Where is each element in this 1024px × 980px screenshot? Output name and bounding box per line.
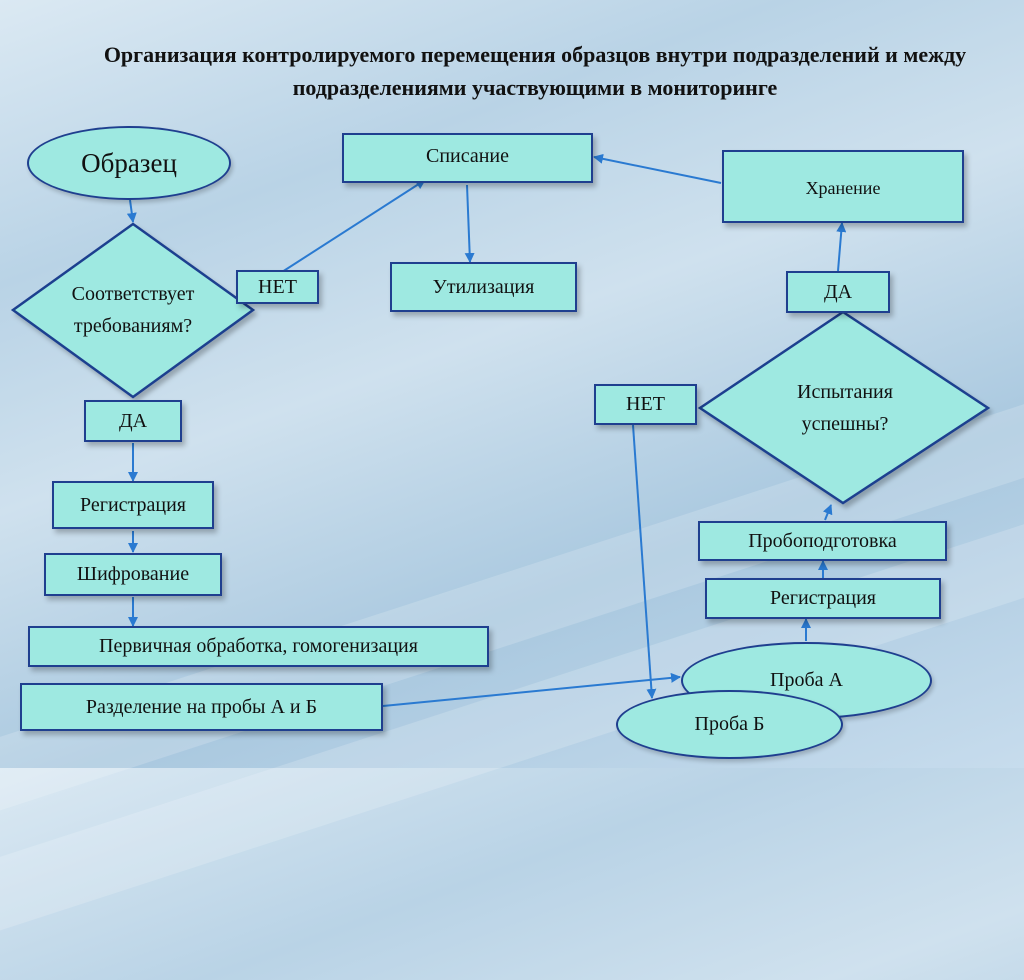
decision-conforms-label: Соответствует требованиям? bbox=[71, 283, 195, 337]
sample-prep-box: Пробоподготовка bbox=[698, 521, 947, 561]
arrow-split-to-probe-a bbox=[382, 672, 681, 707]
probe-b-ellipse: Проба Б bbox=[616, 690, 843, 759]
storage-box: Хранение bbox=[722, 150, 964, 223]
da-left-box: ДА bbox=[84, 400, 182, 442]
arrow-sample-to-decision bbox=[126, 199, 137, 223]
net-left-box: НЕТ bbox=[236, 270, 319, 304]
writeoff-box: Списание bbox=[342, 133, 593, 183]
decision-conforms-diamond bbox=[10, 222, 256, 399]
arrow-net-to-writeoff bbox=[281, 179, 426, 273]
page-title: Организация контролируемого перемещения … bbox=[103, 42, 967, 100]
registration-right-box: Регистрация bbox=[705, 578, 941, 619]
da-right-box: ДА bbox=[786, 271, 890, 313]
flowchart-canvas bbox=[10, 153, 991, 707]
decision-tests-label: Испытания успешны? bbox=[797, 381, 893, 435]
decision-tests-diamond bbox=[697, 310, 991, 505]
encryption-box: Шифрование bbox=[44, 553, 222, 596]
arrow-net-to-probe-b bbox=[632, 424, 657, 699]
split-box: Разделение на пробы А и Б bbox=[20, 683, 383, 731]
arrow-writeoff-to-utilization bbox=[464, 184, 475, 263]
net-right-box: НЕТ bbox=[594, 384, 697, 425]
arrow-prep-to-decision bbox=[823, 504, 833, 521]
registration-left-box: Регистрация bbox=[52, 481, 214, 529]
utilization-box: Утилизация bbox=[390, 262, 577, 312]
start-sample-ellipse: Образец bbox=[27, 126, 231, 200]
arrow-storage-to-writeoff bbox=[593, 153, 722, 184]
primary-processing-box: Первичная обработка, гомогенизация bbox=[28, 626, 489, 667]
arrow-da-to-storage bbox=[836, 222, 847, 272]
